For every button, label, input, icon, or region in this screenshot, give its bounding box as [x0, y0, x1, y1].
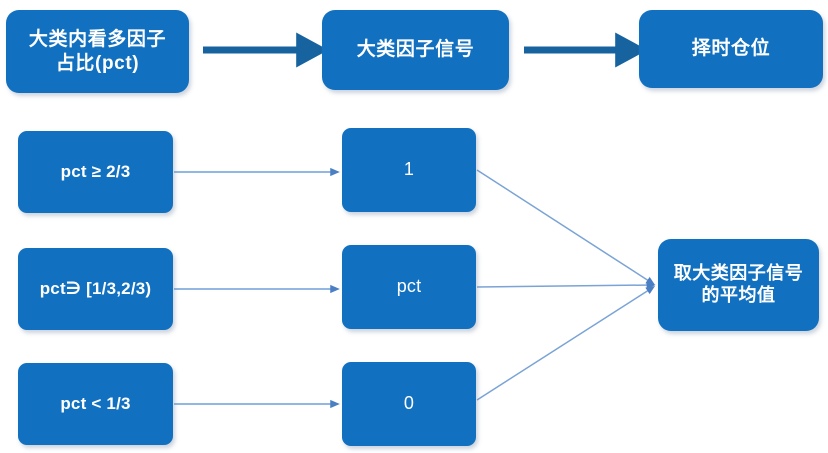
node-label: 1	[403, 159, 415, 180]
merge-arrow-1	[476, 169, 656, 285]
node-label: 大类因子信号	[356, 39, 475, 61]
node-label: pct < 1/3	[60, 393, 131, 413]
node-value-pct[interactable]: pct	[342, 245, 476, 329]
node-value-one[interactable]: 1	[342, 128, 476, 212]
node-major-category-factor-signal[interactable]: 大类因子信号	[322, 10, 509, 90]
node-label: pct	[396, 276, 422, 297]
node-timing-position[interactable]: 择时仓位	[639, 10, 823, 88]
node-label: 取大类因子信号 的平均值	[673, 263, 804, 305]
node-label: 择时仓位	[691, 38, 771, 60]
merge-arrow-2	[476, 281, 656, 289]
node-condition-pct-ge-two-thirds[interactable]: pct ≥ 2/3	[18, 131, 173, 213]
merge-arrow-3	[476, 286, 656, 401]
node-condition-pct-lt-one-third[interactable]: pct < 1/3	[18, 363, 173, 445]
node-label: pct∋ [1/3,2/3)	[39, 278, 152, 298]
node-average-of-major-category-signals[interactable]: 取大类因子信号 的平均值	[658, 239, 819, 331]
node-condition-pct-in-third-to-two-thirds[interactable]: pct∋ [1/3,2/3)	[18, 248, 173, 330]
node-label: 大类内看多因子 占比(pct)	[28, 29, 167, 74]
node-major-category-long-factor-ratio[interactable]: 大类内看多因子 占比(pct)	[6, 10, 189, 93]
node-label: 0	[403, 393, 415, 414]
node-value-zero[interactable]: 0	[342, 362, 476, 446]
node-label: pct ≥ 2/3	[60, 161, 131, 181]
